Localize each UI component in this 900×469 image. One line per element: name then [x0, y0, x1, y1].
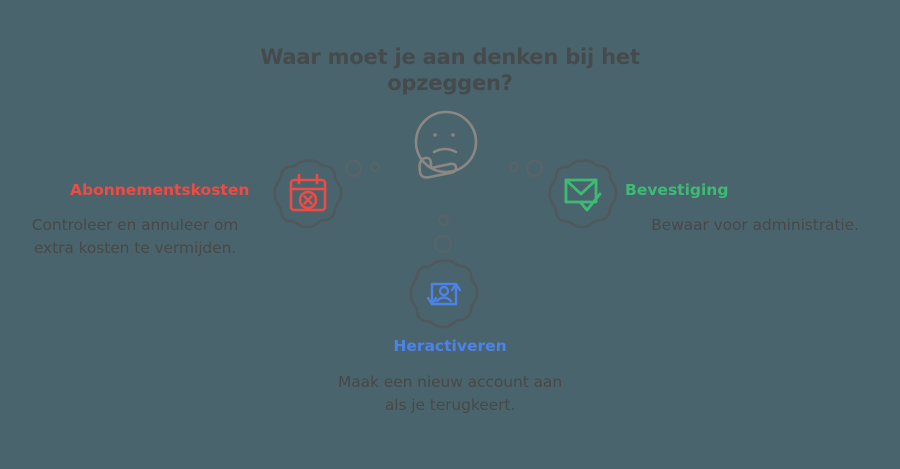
subscription-description: Controleer en annuleer om extra kosten t…	[0, 214, 270, 260]
user-refresh-icon	[426, 282, 462, 306]
confirmation-label: Bevestiging	[625, 181, 729, 199]
confirmation-description: Bewaar voor administratie.	[615, 214, 895, 237]
page-title: Waar moet je aan denken bij het opzeggen…	[0, 44, 900, 96]
page-title-line-1: Waar moet je aan denken bij het	[260, 45, 640, 69]
page-title-line-2: opzeggen?	[387, 71, 513, 95]
reactivate-label: Heractiveren	[393, 337, 507, 355]
reactivate-description-line-1: Maak een nieuw account aan	[337, 373, 563, 391]
confirmation-description-line-1: Bewaar voor administratie.	[651, 216, 859, 234]
subscription-description-line-2: extra kosten te vermijden.	[33, 239, 237, 257]
subscription-description-line-1: Controleer en annuleer om	[31, 216, 239, 234]
connector-dot-right-small	[509, 162, 519, 172]
reactivate-icon-blob	[408, 258, 480, 330]
envelope-check-icon	[564, 178, 602, 212]
subscription-label: Abonnementskosten	[70, 181, 250, 199]
reactivate-description-line-2: als je terugkeert.	[384, 396, 516, 414]
reactivate-description: Maak een nieuw account aan als je terugk…	[0, 371, 900, 417]
connector-dot-left-large	[345, 160, 362, 177]
calendar-cancel-icon	[289, 173, 327, 212]
subscription-icon-blob	[272, 158, 344, 230]
connector-dot-bottom-large	[434, 235, 452, 253]
thinking-face-icon	[406, 106, 486, 188]
confirmation-icon-blob	[547, 158, 619, 230]
connector-dot-right-large	[526, 160, 543, 177]
connector-dot-left-small	[370, 162, 380, 172]
connector-dot-bottom-small	[438, 215, 449, 226]
